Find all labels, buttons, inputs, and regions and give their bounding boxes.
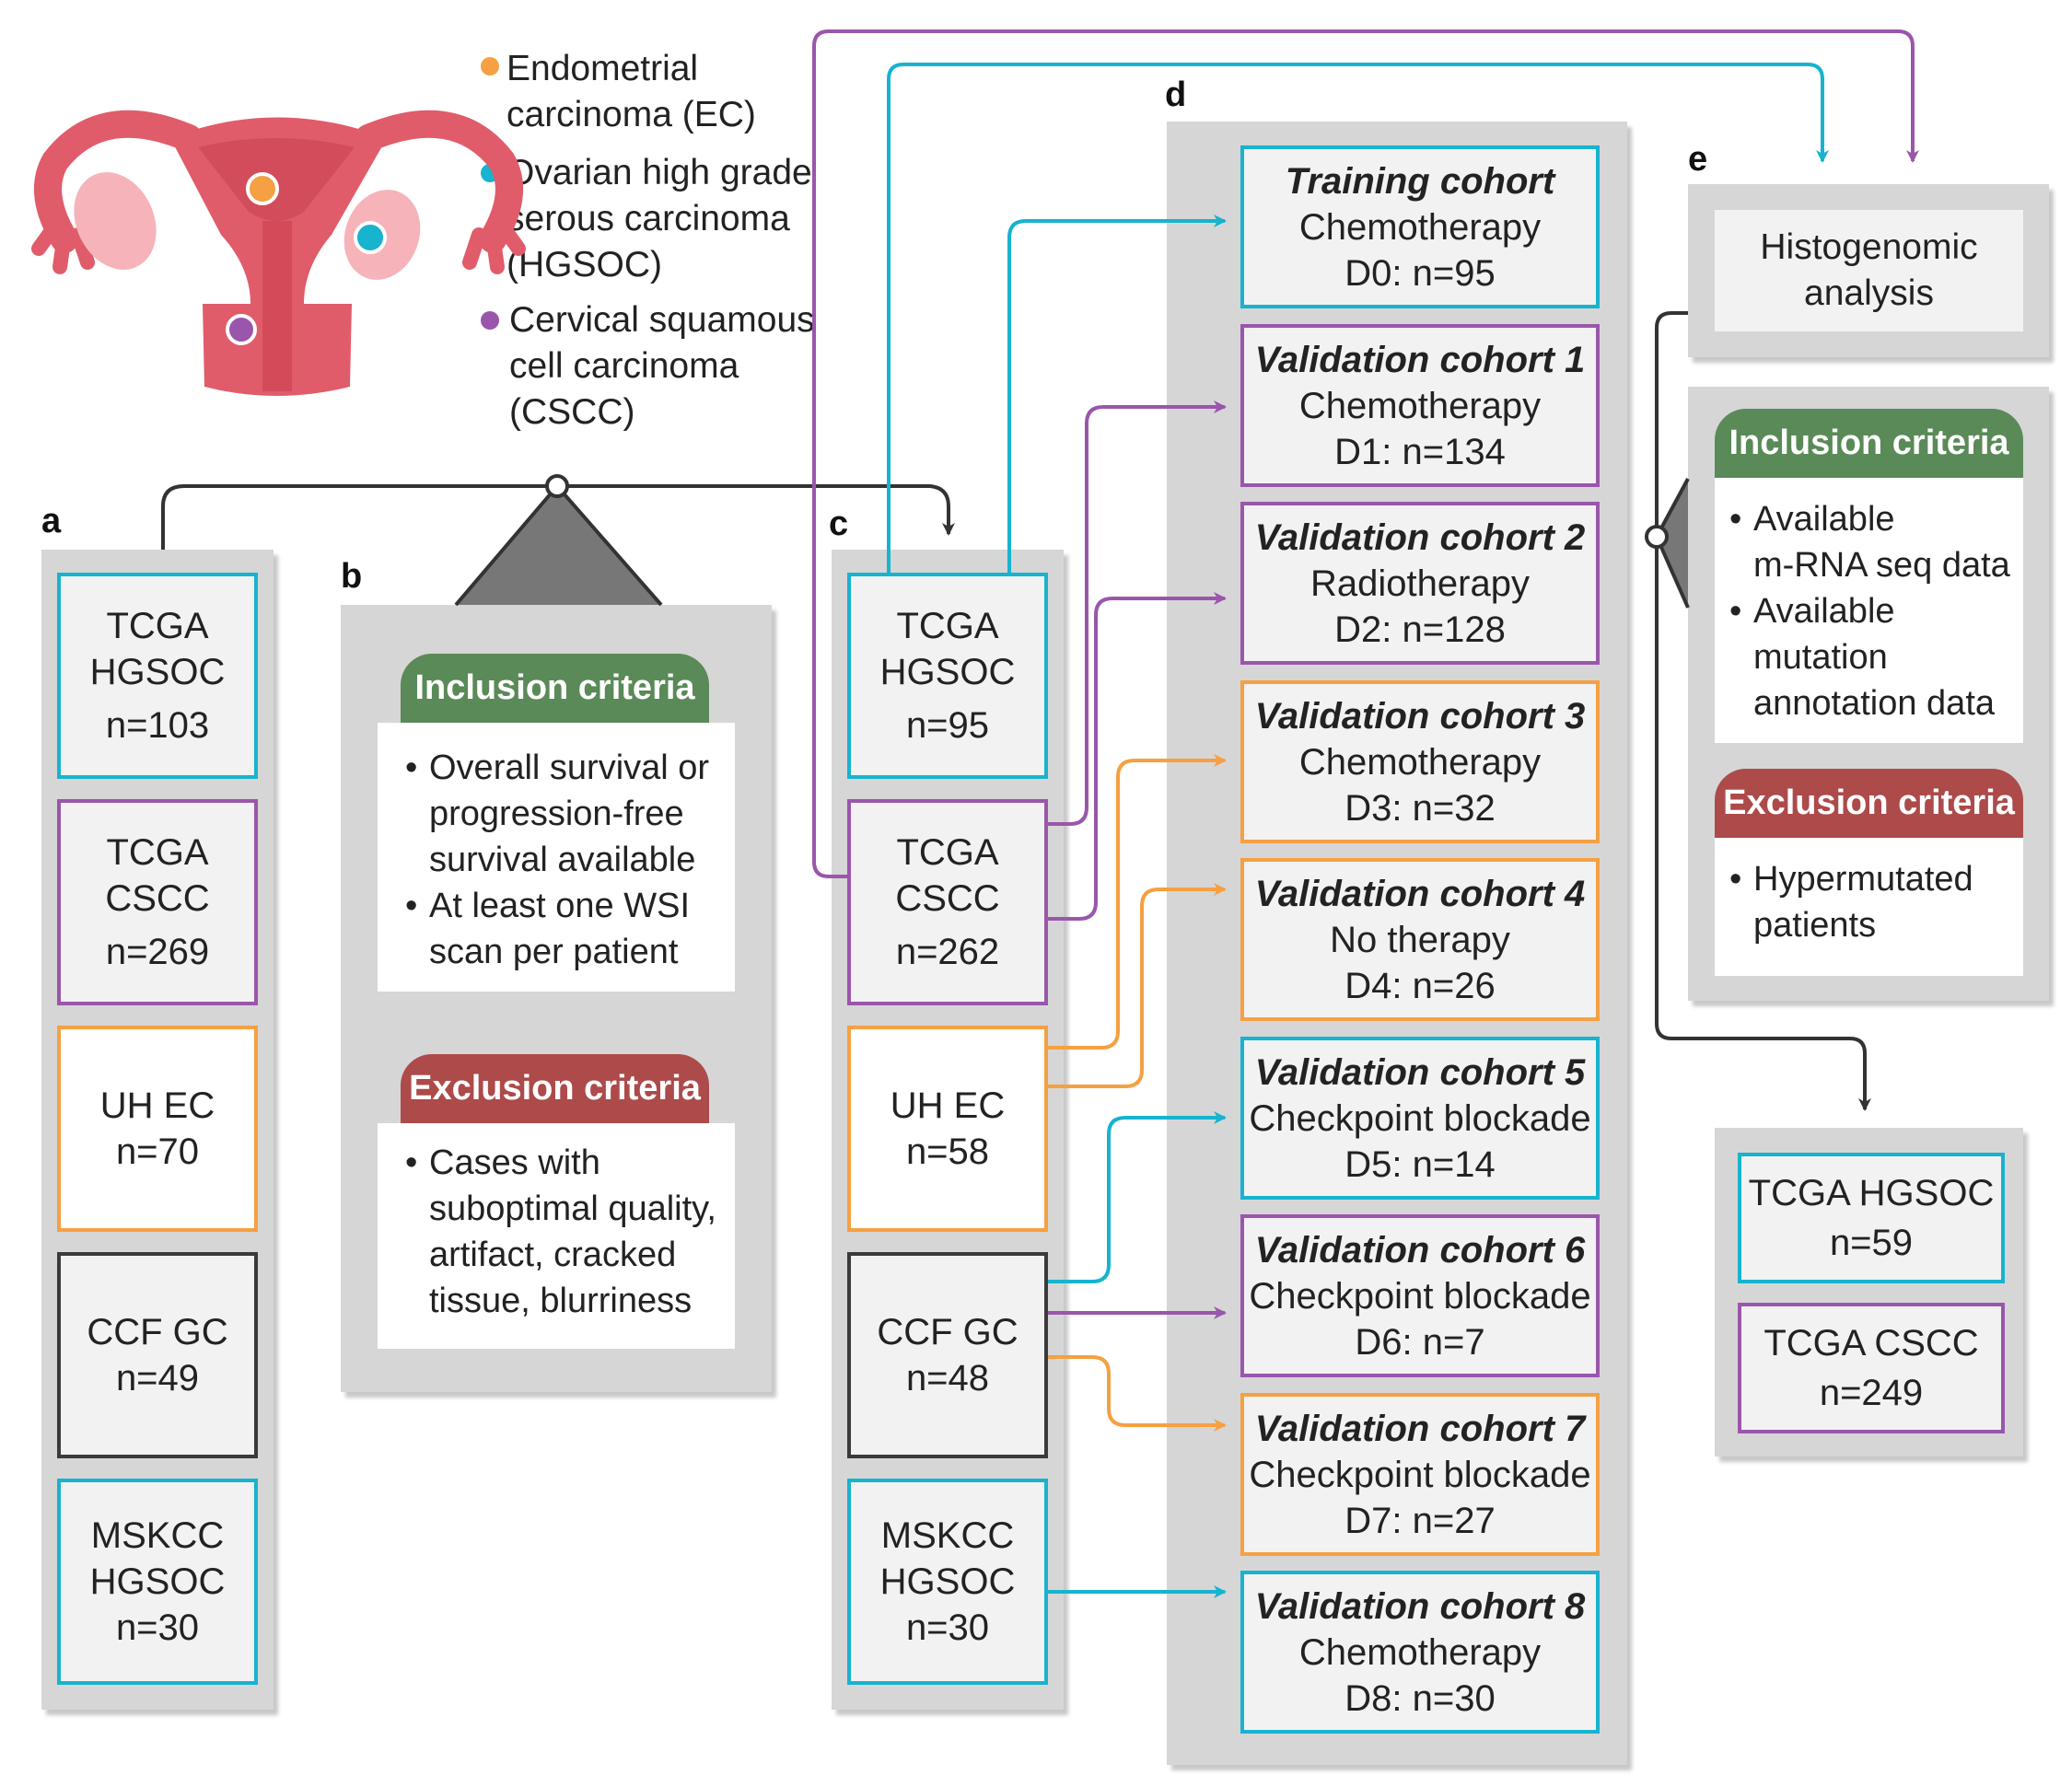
- box-line: TCGA CSCC: [1764, 1323, 1979, 1363]
- item-line: Overall survival or: [429, 748, 710, 787]
- cohort-therapy: No therapy: [1330, 919, 1510, 960]
- box-line: n=30: [905, 1607, 990, 1648]
- item-line: suboptimal quality,: [429, 1189, 716, 1228]
- cohort-title: Validation cohort 6: [1254, 1229, 1586, 1271]
- box-line: n=59: [1829, 1223, 1914, 1263]
- cohort-therapy: Chemotherapy: [1298, 1631, 1542, 1673]
- box-line: n=269: [105, 932, 210, 972]
- legend-line: cell carcinoma: [509, 346, 739, 386]
- cohort-title: Validation cohort 5: [1254, 1051, 1586, 1093]
- item-line: At least one WSI: [429, 887, 691, 925]
- cohort-count: D6: n=7: [1355, 1321, 1485, 1363]
- uterus-icon: [31, 110, 526, 396]
- box-line: MSKCC: [90, 1515, 225, 1556]
- panel-e-box-tcga-hgsoc: TCGA HGSOC n=59: [1738, 1153, 2005, 1283]
- cohort-count: D5: n=14: [1344, 1143, 1496, 1185]
- panel-c-box-ccf-gc: CCF GC n=48: [847, 1252, 1048, 1458]
- legend-line: Cervical squamous: [509, 300, 815, 340]
- cohort-count: D7: n=27: [1344, 1500, 1496, 1541]
- legend-label-ec: Endometrial carcinoma (EC): [506, 46, 756, 138]
- panel-c-box-uh-ec: UH EC n=58: [847, 1026, 1048, 1232]
- box-line: n=49: [115, 1358, 200, 1398]
- legend-line: Endometrial: [506, 49, 699, 88]
- legend-label-cscc: Cervical squamous cell carcinoma (CSCC): [509, 297, 815, 435]
- box-line: n=58: [905, 1131, 990, 1172]
- item-line: tissue, blurriness: [429, 1282, 693, 1320]
- panel-a-box-mskcc-hgsoc: MSKCC HGSOC n=30: [57, 1479, 258, 1685]
- box-line: n=30: [115, 1607, 200, 1648]
- box-line: UH EC: [99, 1085, 215, 1126]
- box-line: TCGA: [106, 606, 209, 646]
- cohort-title: Validation cohort 8: [1254, 1585, 1586, 1627]
- box-line: CCF GC: [877, 1312, 1019, 1352]
- exclusion-item: Cases with suboptimal quality, artifact,…: [394, 1140, 726, 1324]
- legend-dot-ec: [481, 57, 499, 75]
- panel-a-box-tcga-cscc: TCGA CSCC n=269: [57, 799, 258, 1005]
- cohort-therapy: Checkpoint blockade: [1249, 1275, 1591, 1317]
- panel-c-box-mskcc-hgsoc: MSKCC HGSOC n=30: [847, 1479, 1048, 1685]
- cohort-therapy: Checkpoint blockade: [1249, 1097, 1591, 1139]
- box-line: n=48: [905, 1358, 990, 1398]
- legend-line: serous carcinoma: [506, 199, 790, 238]
- panel-b-exclusion-card: Cases with suboptimal quality, artifact,…: [378, 1123, 735, 1349]
- panel-a-box-tcga-hgsoc: TCGA HGSOC n=103: [57, 573, 258, 779]
- cohort-count: D8: n=30: [1344, 1677, 1496, 1719]
- inclusion-item: At least one WSI scan per patient: [394, 883, 726, 975]
- box-line: TCGA: [106, 832, 209, 873]
- box-line: MSKCC: [880, 1515, 1015, 1556]
- box-line: n=70: [115, 1131, 200, 1172]
- legend-line: Ovarian high grade: [506, 153, 812, 192]
- box-line: n=249: [1819, 1373, 1924, 1413]
- panel-e-box-tcga-cscc: TCGA CSCC n=249: [1738, 1303, 2005, 1433]
- panel-a-box-ccf-gc: CCF GC n=49: [57, 1252, 258, 1458]
- box-line: TCGA HGSOC: [1748, 1173, 1995, 1213]
- box-line: CCF GC: [87, 1312, 228, 1352]
- cohort-count: D4: n=26: [1344, 965, 1496, 1006]
- panel-b-exclusion-header: Exclusion criteria: [401, 1054, 709, 1123]
- panel-b-inclusion-header: Inclusion criteria: [401, 654, 709, 723]
- item-line: artifact, cracked: [429, 1236, 677, 1274]
- box-line: n=103: [105, 705, 210, 746]
- panel-b-inclusion-card: Overall survival or progression-free sur…: [378, 723, 735, 992]
- box-line: HGSOC: [89, 652, 226, 692]
- cohort-title: Validation cohort 7: [1254, 1408, 1586, 1449]
- legend-label-hgsoc: Ovarian high grade serous carcinoma (HGS…: [506, 150, 812, 288]
- cohort-therapy: Checkpoint blockade: [1249, 1454, 1591, 1495]
- item-line: survival available: [429, 841, 696, 879]
- legend-line: carcinoma (EC): [506, 95, 756, 134]
- legend-line: (CSCC): [509, 392, 635, 432]
- legend-line: (HGSOC): [506, 245, 662, 284]
- box-line: UH EC: [890, 1085, 1006, 1126]
- box-line: CSCC: [105, 878, 210, 919]
- item-line: progression-free: [429, 795, 684, 833]
- box-line: n=262: [895, 932, 1000, 972]
- box-line: HGSOC: [89, 1561, 226, 1602]
- panel-letter-a: a: [41, 502, 62, 540]
- cohort-title: Validation cohort 4: [1254, 873, 1586, 914]
- box-line: HGSOC: [879, 1561, 1016, 1602]
- legend-dot-cscc: [481, 311, 499, 330]
- inclusion-item: Overall survival or progression-free sur…: [394, 745, 726, 883]
- item-line: Cases with: [429, 1143, 600, 1182]
- item-line: scan per patient: [429, 933, 679, 971]
- box-line: CSCC: [895, 878, 1000, 919]
- panel-a-box-uh-ec: UH EC n=70: [57, 1026, 258, 1232]
- panel-letter-b: b: [341, 557, 363, 596]
